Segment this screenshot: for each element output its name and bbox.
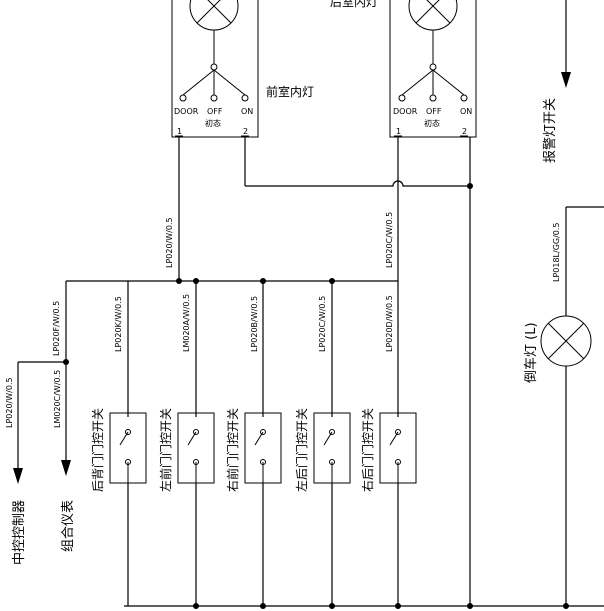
switch-label-left-rear: 左后门门控开关 xyxy=(294,408,309,492)
front-lamp-common-terminal xyxy=(210,63,218,71)
arrow-down-icon xyxy=(61,460,71,476)
wire-label: LP020C/W/0.5 xyxy=(318,296,327,352)
rear-terminal-1: 1 xyxy=(396,127,401,136)
rear-lamp-box xyxy=(389,0,477,138)
front-lamp-bulb-icon xyxy=(189,0,239,31)
rear-terminal-2: 2 xyxy=(462,127,467,136)
wire-label: LP020C/W/0.5 xyxy=(385,212,394,268)
arrow-down-icon xyxy=(13,468,23,484)
reverse-lamp xyxy=(540,315,592,367)
front-on-pos-label: ON xyxy=(241,107,253,116)
front-lamp-label: 前室内灯 xyxy=(266,84,314,99)
switch-label-right-front: 右前门门控开关 xyxy=(225,408,240,492)
central-controller-label: 中控控制器 xyxy=(12,500,27,565)
wire-label: LP020/W/0.5 xyxy=(165,217,174,268)
front-off-pos-label: OFF xyxy=(207,107,223,116)
door-switch-rear-back xyxy=(109,412,147,484)
rear-lamp-bulb-icon xyxy=(408,0,458,31)
alarm-switch-label: 报警灯开关 xyxy=(542,98,558,163)
front-lamp-box xyxy=(171,0,259,138)
front-door-pos-label: DOOR xyxy=(174,107,199,116)
wire-label: LP020K/W/0.5 xyxy=(114,296,123,352)
switch-label-right-rear: 右后门门控开关 xyxy=(360,408,375,492)
switch-label-rear-back: 后背门门控开关 xyxy=(90,408,105,492)
door-switch-right-rear xyxy=(379,412,417,484)
rear-on-pos-label: ON xyxy=(460,107,472,116)
front-initial-state-label: 初态 xyxy=(205,118,221,128)
door-switch-left-front xyxy=(177,412,215,484)
door-switch-left-rear xyxy=(313,412,351,484)
rear-off-pos-label: OFF xyxy=(426,107,442,116)
rear-door-pos-label: DOOR xyxy=(393,107,418,116)
wire-label: LP020/W/0.5 xyxy=(5,377,14,428)
rear-interior-lamp: DOOR OFF ON 初态 1 2 xyxy=(389,0,477,138)
reverse-lamp-label: 倒车灯 (L) xyxy=(523,322,539,383)
front-terminal-1: 1 xyxy=(177,127,182,136)
front-terminal-2: 2 xyxy=(243,127,248,136)
wire-label: LP020F/W/0.5 xyxy=(52,301,61,356)
wire-label: LM020C/W/0.5 xyxy=(53,370,62,428)
rear-initial-state-label: 初态 xyxy=(424,118,440,128)
front-interior-lamp: DOOR OFF ON 初态 1 2 xyxy=(171,0,259,138)
wire-label: LP018L/GG/0.5 xyxy=(552,222,561,282)
rear-lamp-label: 后室内灯 xyxy=(330,0,378,9)
junction-dot xyxy=(467,183,473,189)
switch-label-left-front: 左前门门控开关 xyxy=(158,408,173,492)
wire-label: LP020B/W/0.5 xyxy=(250,296,259,352)
wire-label: LM020A/W/0.5 xyxy=(182,294,191,352)
instrument-cluster-label: 组合仪表 xyxy=(61,500,76,552)
arrow-down-icon xyxy=(561,72,571,88)
door-switch-right-front xyxy=(244,412,282,484)
wire-label: LP020D/W/0.5 xyxy=(385,295,394,352)
